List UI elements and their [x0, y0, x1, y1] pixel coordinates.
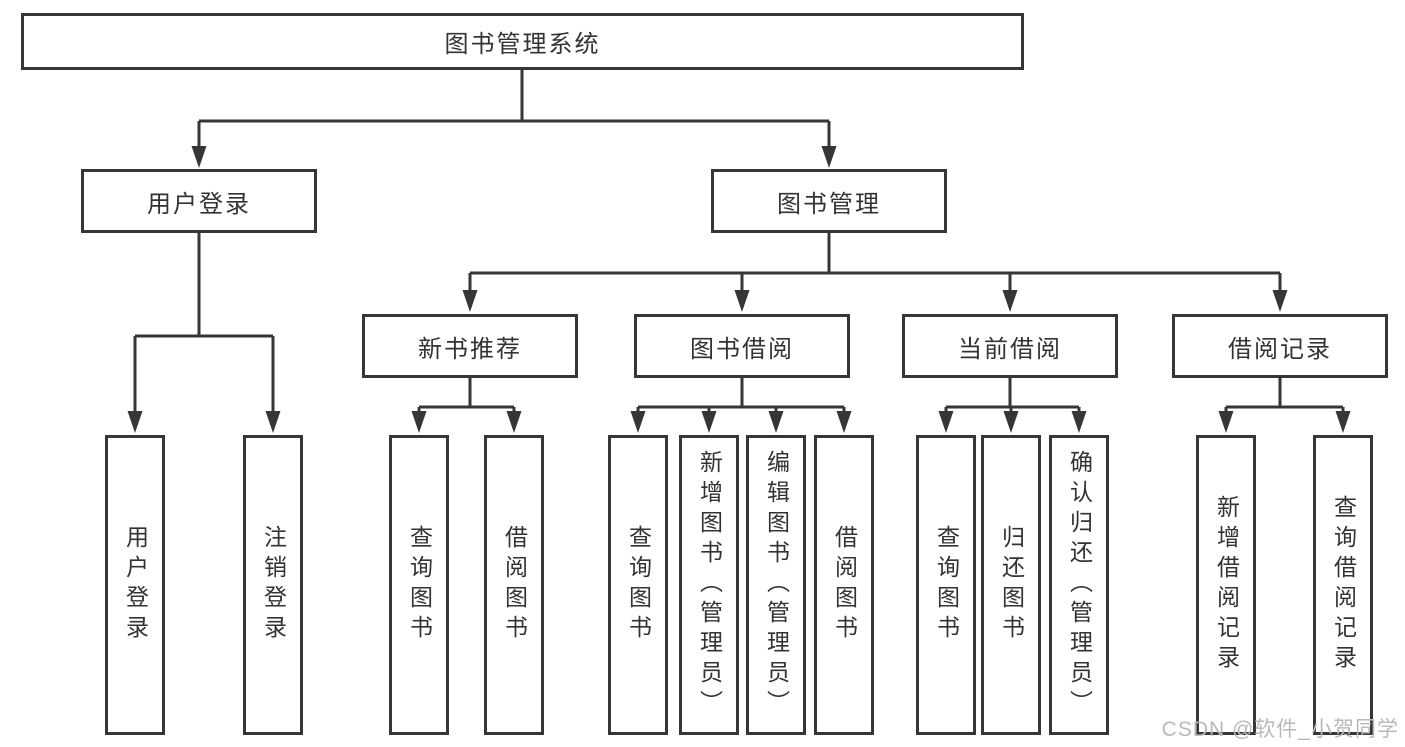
leaf-add-borrow-record-label: 新增借阅记录 — [1213, 495, 1240, 675]
leaf-query-books-current: 查询图书 — [916, 435, 976, 735]
leaf-borrow-books-recommend-label: 借阅图书 — [501, 525, 528, 645]
node-new-book-recommend: 新书推荐 — [362, 314, 578, 378]
leaf-logout: 注销登录 — [243, 435, 303, 735]
node-borrow-records-label: 借阅记录 — [1228, 335, 1332, 363]
leaf-logout-label: 注销登录 — [260, 525, 287, 645]
leaf-user-login-label: 用户登录 — [122, 525, 149, 645]
leaf-query-books-current-label: 查询图书 — [933, 525, 960, 645]
leaf-borrow-books-recommend: 借阅图书 — [484, 435, 544, 735]
node-current-borrow: 当前借阅 — [902, 314, 1118, 378]
node-user-login: 用户登录 — [81, 169, 317, 233]
node-book-borrow: 图书借阅 — [634, 314, 850, 378]
leaf-return-books: 归还图书 — [981, 435, 1041, 735]
watermark: CSDN @软件_小贺同学 — [1161, 718, 1399, 741]
node-new-book-recommend-label: 新书推荐 — [418, 335, 522, 363]
leaf-query-books-recommend: 查询图书 — [389, 435, 449, 735]
leaf-return-books-label: 归还图书 — [998, 525, 1025, 645]
node-user-login-label: 用户登录 — [147, 190, 251, 218]
leaf-user-login: 用户登录 — [105, 435, 165, 735]
leaf-edit-book-admin-label: 编辑图书（管理员） — [763, 450, 790, 720]
leaf-confirm-return-admin-label: 确认归还（管理员） — [1066, 450, 1093, 720]
node-book-management-label: 图书管理 — [777, 190, 881, 218]
leaf-query-books-borrow-label: 查询图书 — [625, 525, 652, 645]
leaf-borrow-books: 借阅图书 — [814, 435, 874, 735]
node-borrow-records: 借阅记录 — [1172, 314, 1388, 378]
node-current-borrow-label: 当前借阅 — [958, 335, 1062, 363]
leaf-borrow-books-label: 借阅图书 — [831, 525, 858, 645]
leaf-add-borrow-record: 新增借阅记录 — [1196, 435, 1256, 735]
leaf-edit-book-admin: 编辑图书（管理员） — [746, 435, 806, 735]
leaf-query-borrow-record-label: 查询借阅记录 — [1330, 495, 1357, 675]
leaf-add-book-admin: 新增图书（管理员） — [679, 435, 739, 735]
node-book-borrow-label: 图书借阅 — [690, 335, 794, 363]
node-book-management: 图书管理 — [711, 169, 947, 233]
leaf-query-books-recommend-label: 查询图书 — [406, 525, 433, 645]
leaf-add-book-admin-label: 新增图书（管理员） — [696, 450, 723, 720]
leaf-confirm-return-admin: 确认归还（管理员） — [1049, 435, 1109, 735]
root-label: 图书管理系统 — [444, 31, 601, 58]
root-box: 图书管理系统 — [21, 13, 1024, 70]
leaf-query-books-borrow: 查询图书 — [608, 435, 668, 735]
leaf-query-borrow-record: 查询借阅记录 — [1313, 435, 1373, 735]
